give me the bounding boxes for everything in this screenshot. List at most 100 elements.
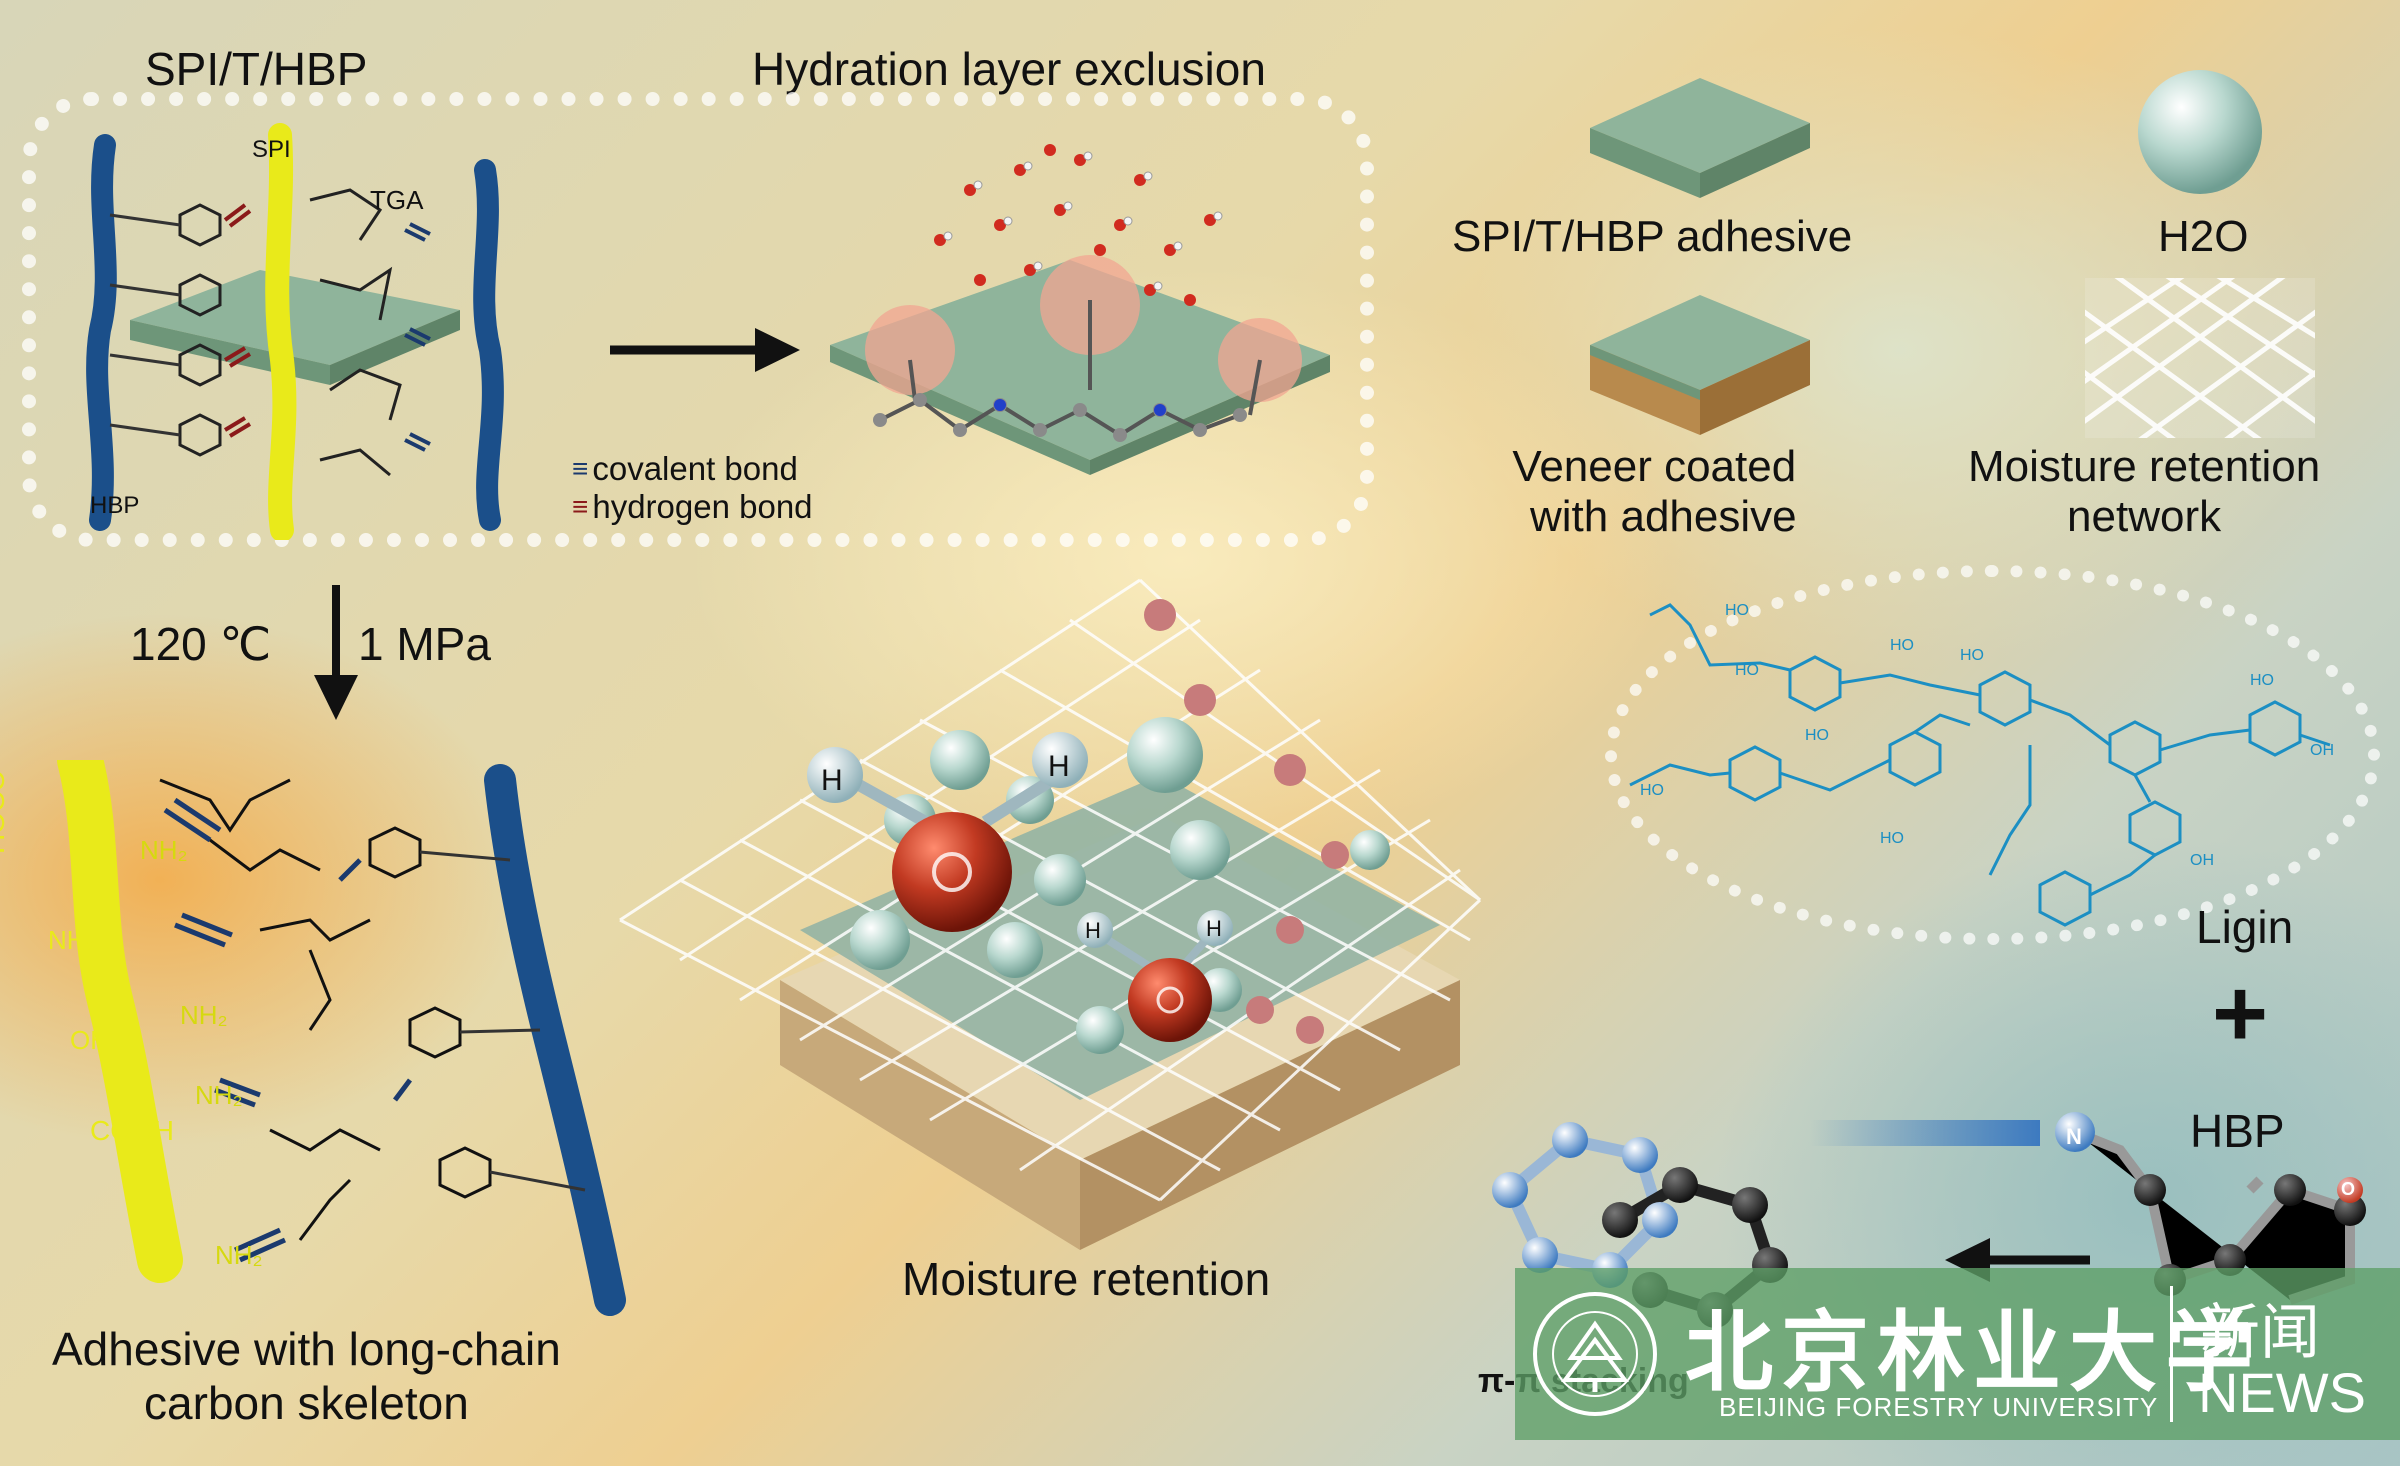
lignin-label: Ligin	[2196, 901, 2294, 953]
hydrogen-label-4: H	[1206, 916, 1222, 941]
plus-sign: +	[2212, 960, 2269, 1067]
nitrogen-label: N	[2066, 1124, 2082, 1149]
hydrogen-label-3: H	[1085, 918, 1101, 943]
legend-adhesive: SPI/T/HBP adhesive	[1452, 212, 1853, 261]
lignin-ring-4	[1728, 745, 1782, 802]
veneer-block-icon	[1590, 295, 1810, 435]
lignin-ring-8	[2038, 870, 2092, 927]
black-ring-atoms	[1602, 1167, 1788, 1328]
watermark-en-name: BEIJING FORESTRY UNIVERSITY	[1719, 1392, 2159, 1422]
wood-block-front	[780, 980, 1080, 1250]
hbp-linkers	[109, 213, 181, 437]
lignin-ho-6: HO	[1805, 727, 1829, 744]
hbp-chain-left	[86, 134, 117, 531]
hydrogen-label-1: H	[821, 764, 843, 797]
lignin-chain-8	[2133, 774, 2152, 803]
long-chain-caption-line1: Adhesive with long-chain	[52, 1323, 561, 1375]
nitrogen-atoms	[994, 399, 1166, 416]
hydration-layer-illustration	[830, 144, 1330, 475]
nitrogen-atom	[2055, 1112, 2095, 1152]
adhesive-plate-side	[330, 310, 460, 385]
lignin-oh-2: OH	[2190, 852, 2214, 869]
watermark-banner: 北京林业大学 BEIJING FORESTRY UNIVERSITY 新闻 NE…	[1515, 1268, 2400, 1440]
lignin-structure: HO HO HO HO HO HO HO OH OH HO	[1629, 602, 2334, 927]
covalent-bond-icon: ≡	[572, 453, 588, 484]
right-arrow-icon	[610, 328, 800, 372]
covalent-legend: ≡ covalent bond	[572, 450, 813, 488]
long-benzene-rings	[368, 826, 492, 1199]
lignin-chain-7	[2159, 728, 2251, 752]
lignin-oh-1: OH	[2310, 742, 2334, 759]
group-label-2: NH₂	[140, 835, 188, 865]
legend-network-line1: Moisture retention	[1968, 442, 2321, 491]
water-molecules	[934, 144, 1223, 306]
watermark-news-cn: 新闻	[2200, 1299, 2320, 1366]
ring-linkers	[419, 850, 586, 1192]
hbp-chain-right	[473, 159, 504, 531]
long-chain-caption: Adhesive with long-chain carbon skeleton	[52, 1322, 561, 1430]
hbp-right-label: HBP	[2190, 1105, 2285, 1157]
hydrogen-bond-icon: ≡	[572, 491, 588, 522]
spi-t-hbp-title: SPI/T/HBP	[145, 43, 368, 95]
moisture-network-icon	[2085, 278, 2315, 438]
legend-veneer-line1: Veneer coated	[1512, 442, 1797, 491]
moisture-retention-illustration	[619, 578, 1482, 1250]
adhesive-molecule-backbone	[879, 300, 1262, 438]
legend-network-line2: network	[2067, 492, 2222, 541]
lignin-chain-9	[2089, 853, 2156, 897]
hbp-label: HBP	[90, 492, 140, 519]
oxygen-highlight	[932, 852, 972, 892]
hydrogen-bond-label: hydrogen bond	[592, 488, 813, 525]
hydrogen-label-2: H	[1048, 750, 1070, 783]
benzene-rings	[178, 203, 222, 457]
hbp-streak	[1810, 1120, 2040, 1146]
group-label-8: NH₂	[215, 1240, 263, 1270]
moisture-retention-caption: Moisture retention	[902, 1253, 1271, 1305]
lignin-chain-10	[1988, 745, 2032, 876]
bond-legend: ≡ covalent bond ≡ hydrogen bond	[572, 450, 813, 526]
pressure-label: 1 MPa	[358, 618, 491, 670]
university-seal-icon	[1533, 1292, 1657, 1416]
spi-t-hbp-structure	[86, 123, 504, 540]
lignin-chain-3	[1914, 713, 1971, 734]
long-chain-adhesive-structure	[57, 760, 626, 1316]
group-label-6: NH₂	[195, 1080, 243, 1110]
hydration-plate-top	[830, 260, 1330, 460]
hydrogen-legend: ≡ hydrogen bond	[572, 488, 813, 526]
lignin-ho-3: HO	[1640, 782, 1664, 799]
top-panel-frame	[22, 92, 1374, 547]
hydrogen-bond-marks	[223, 203, 252, 438]
covalent-bond-marks	[404, 222, 431, 452]
lignin-ring-1	[1788, 655, 1842, 712]
spi-label: SPI	[252, 136, 291, 163]
oxygen-atom-large	[892, 812, 1012, 932]
carbon-atoms	[873, 393, 1247, 442]
group-label-1: COOH	[0, 770, 10, 854]
hydrogen-atom-3	[1077, 912, 1113, 948]
lignin-ho-1: HO	[1725, 602, 1749, 619]
exclusion-zone-left	[865, 305, 955, 395]
lignin-ho-8: HO	[1880, 830, 1904, 847]
legend-veneer-line2: with adhesive	[1530, 492, 1797, 541]
lignin-chain-5	[1779, 758, 1891, 792]
adhesive-block-icon	[1590, 78, 1810, 198]
group-label-3: NH₂	[48, 925, 96, 955]
lignin-chain-6	[2029, 698, 2111, 747]
hydration-title: Hydration layer exclusion	[752, 43, 1266, 95]
oxygen-label: O	[2341, 1179, 2356, 1199]
water-sphere-icon	[2138, 70, 2262, 194]
hydrogen-atom-4	[1197, 910, 1233, 946]
oxygen-atom-medium	[1128, 958, 1212, 1042]
tga-groups	[309, 188, 402, 477]
watermark-divider	[2170, 1286, 2173, 1422]
hydrogen-atom-2	[1032, 732, 1088, 788]
long-chain-caption-line2: carbon skeleton	[144, 1377, 469, 1429]
lignin-chain-11	[2299, 733, 2331, 747]
small-water-molecules	[1144, 599, 1349, 1044]
watermark-cn-name: 北京林业大学	[1685, 1300, 2262, 1404]
lignin-ring-7	[2128, 800, 2182, 857]
spi-long-chain	[57, 760, 183, 1283]
lignin-ring-5	[2108, 720, 2162, 777]
covalent-bonds-long	[163, 797, 412, 1263]
hbp-long-chain	[484, 764, 626, 1316]
